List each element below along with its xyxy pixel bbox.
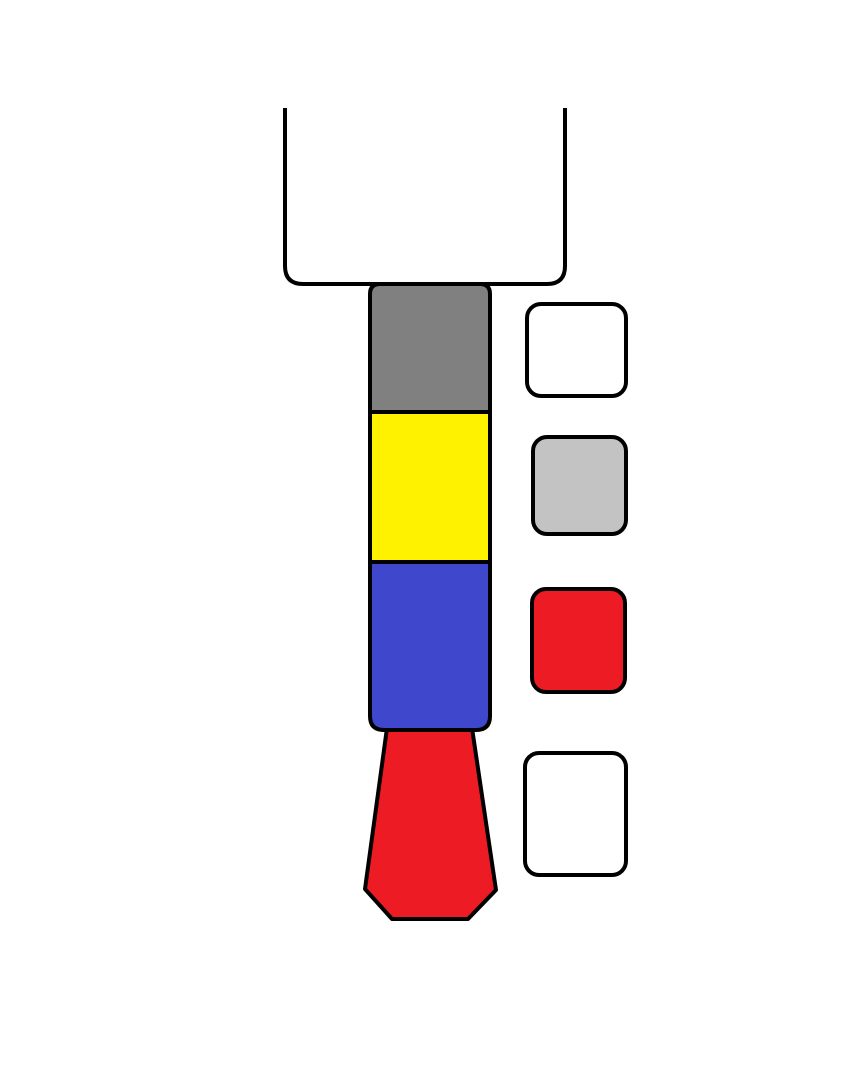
tip-segment [363,726,498,921]
ring-1-segment [368,560,492,732]
swatch-3 [530,587,627,694]
ring-2-segment [368,410,492,564]
sleeve-segment [368,282,492,414]
plug-body [283,108,567,286]
swatch-4 [523,751,628,877]
swatch-1 [525,302,628,398]
swatch-2 [531,435,628,536]
